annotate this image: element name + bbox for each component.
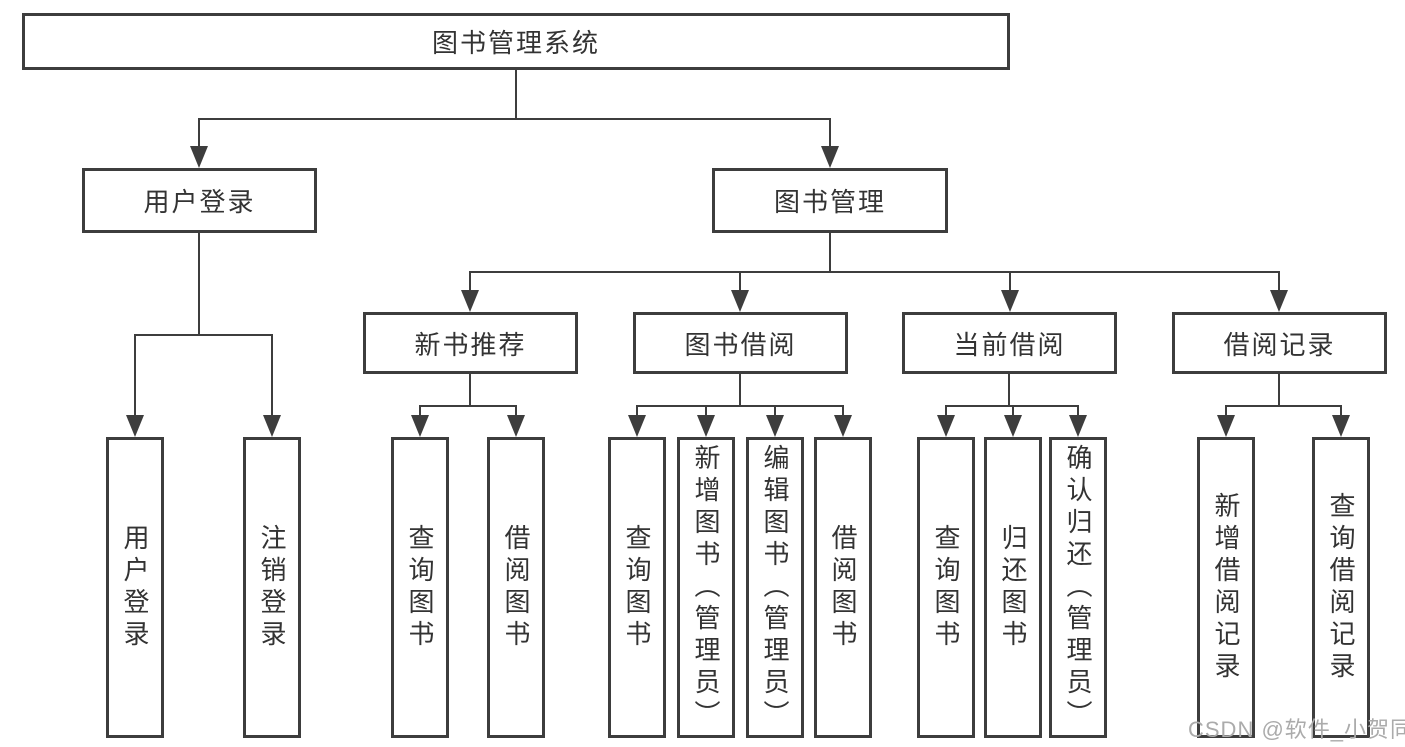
leaf-query-books-borrowing: 查询图书	[608, 437, 666, 738]
connector-line	[419, 405, 517, 407]
leaf-query-books-recommend: 查询图书	[391, 437, 449, 738]
arrowhead-down	[628, 415, 646, 437]
connector-line	[1278, 374, 1280, 407]
connector-line	[945, 405, 1078, 407]
leaf-borrow-books-recommend: 借阅图书	[487, 437, 545, 738]
arrowhead-down	[1001, 290, 1019, 312]
arrowhead-down	[1069, 415, 1087, 437]
connector-line	[198, 118, 200, 148]
arrowhead-down	[507, 415, 525, 437]
node-current-borrowing: 当前借阅	[902, 312, 1117, 374]
arrowhead-down	[937, 415, 955, 437]
leaf-add-books-admin: 新增图书（管理员）	[677, 437, 735, 738]
arrowhead-down	[731, 290, 749, 312]
connector-line	[636, 405, 843, 407]
connector-line	[198, 233, 200, 336]
arrowhead-down	[263, 415, 281, 437]
node-borrowing-records: 借阅记录	[1172, 312, 1387, 374]
arrowhead-down	[461, 290, 479, 312]
connector-line	[419, 405, 421, 417]
arrowhead-down	[1217, 415, 1235, 437]
leaf-query-books-current: 查询图书	[917, 437, 975, 738]
connector-line	[1225, 405, 1227, 417]
node-book-management: 图书管理	[712, 168, 948, 233]
node-root: 图书管理系统	[22, 13, 1010, 70]
connector-line	[945, 405, 947, 417]
connector-line	[1009, 271, 1011, 291]
connector-line	[1077, 405, 1079, 417]
arrowhead-down	[1004, 415, 1022, 437]
connector-line	[829, 233, 831, 273]
arrowhead-down	[190, 146, 208, 168]
arrowhead-down	[697, 415, 715, 437]
connector-line	[198, 118, 831, 120]
leaf-borrow-books-borrowing: 借阅图书	[814, 437, 872, 738]
leaf-return-books: 归还图书	[984, 437, 1042, 738]
connector-line	[739, 271, 741, 291]
watermark: CSDN @软件_小贺同学	[1188, 717, 1405, 742]
node-book-borrowing: 图书借阅	[633, 312, 848, 374]
connector-line	[515, 70, 517, 119]
leaf-edit-books-admin: 编辑图书（管理员）	[746, 437, 804, 738]
arrowhead-down	[834, 415, 852, 437]
connector-line	[469, 374, 471, 407]
leaf-user-login: 用户登录	[106, 437, 164, 738]
connector-line	[469, 271, 471, 291]
connector-line	[842, 405, 844, 417]
leaf-add-borrow-record: 新增借阅记录	[1197, 437, 1255, 738]
leaf-confirm-return-admin: 确认归还（管理员）	[1049, 437, 1107, 738]
arrowhead-down	[766, 415, 784, 437]
connector-line	[636, 405, 638, 417]
connector-line	[134, 334, 273, 336]
connector-line	[774, 405, 776, 417]
connector-line	[1278, 271, 1280, 291]
arrowhead-down	[1332, 415, 1350, 437]
arrowhead-down	[821, 146, 839, 168]
connector-line	[1008, 374, 1010, 407]
connector-line	[705, 405, 707, 417]
leaf-query-borrow-record: 查询借阅记录	[1312, 437, 1370, 738]
connector-line	[829, 118, 831, 148]
arrowhead-down	[411, 415, 429, 437]
connector-line	[1225, 405, 1342, 407]
connector-line	[469, 271, 1280, 273]
connector-line	[739, 374, 741, 407]
arrowhead-down	[1270, 290, 1288, 312]
connector-line	[271, 334, 273, 416]
connector-line	[1340, 405, 1342, 417]
connector-line	[134, 334, 136, 416]
connector-line	[1012, 405, 1014, 417]
node-user-login: 用户登录	[82, 168, 317, 233]
leaf-logout: 注销登录	[243, 437, 301, 738]
node-new-book-recommend: 新书推荐	[363, 312, 578, 374]
connector-line	[515, 405, 517, 417]
arrowhead-down	[126, 415, 144, 437]
